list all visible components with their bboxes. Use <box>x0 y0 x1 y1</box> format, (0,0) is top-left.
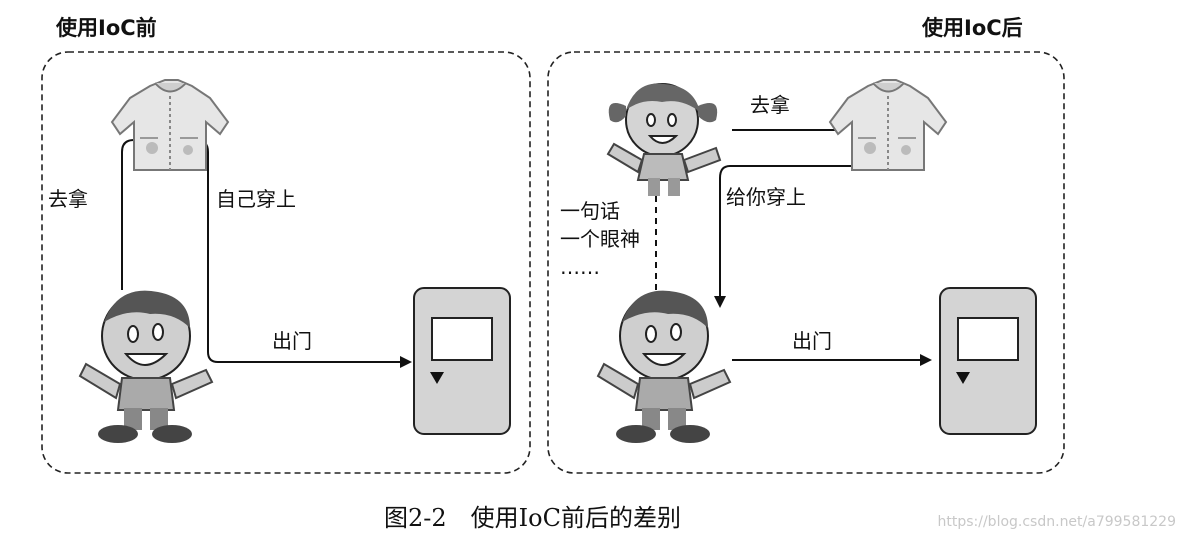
jacket-icon <box>111 79 229 171</box>
girl-icon <box>607 82 721 197</box>
label-go-take-before: 去拿 <box>48 187 88 211</box>
label-go-out-after: 出门 <box>792 329 832 353</box>
door-icon <box>939 287 1037 435</box>
panel-after-frame <box>547 51 1065 474</box>
figure-caption: 图2-2 使用IoC前后的差别 <box>384 504 681 532</box>
arrow-put-on-you <box>714 165 860 308</box>
label-one-look: 一个眼神 <box>560 227 640 251</box>
door-icon <box>413 287 511 435</box>
panel-after: 使用IoC后 去拿 给你穿上 一句话 一个眼神 …… 出门 <box>547 16 1065 474</box>
label-go-out-before: 出门 <box>272 329 312 353</box>
panel-before: 使用IoC前 去拿 自己穿上 出门 <box>41 16 531 474</box>
label-ellipsis: …… <box>560 255 600 279</box>
watermark: https://blog.csdn.net/a799581229 <box>938 514 1177 530</box>
label-go-take-after: 去拿 <box>750 93 790 117</box>
label-put-on-you: 给你穿上 <box>726 185 806 209</box>
panel-before-frame <box>41 51 531 474</box>
boy-icon <box>597 289 731 444</box>
panel-after-title: 使用IoC后 <box>921 16 1023 40</box>
panel-before-title: 使用IoC前 <box>55 16 157 40</box>
jacket-icon <box>829 79 947 171</box>
boy-icon <box>79 289 213 444</box>
label-put-on-self: 自己穿上 <box>216 187 296 211</box>
label-one-word: 一句话 <box>560 199 620 223</box>
